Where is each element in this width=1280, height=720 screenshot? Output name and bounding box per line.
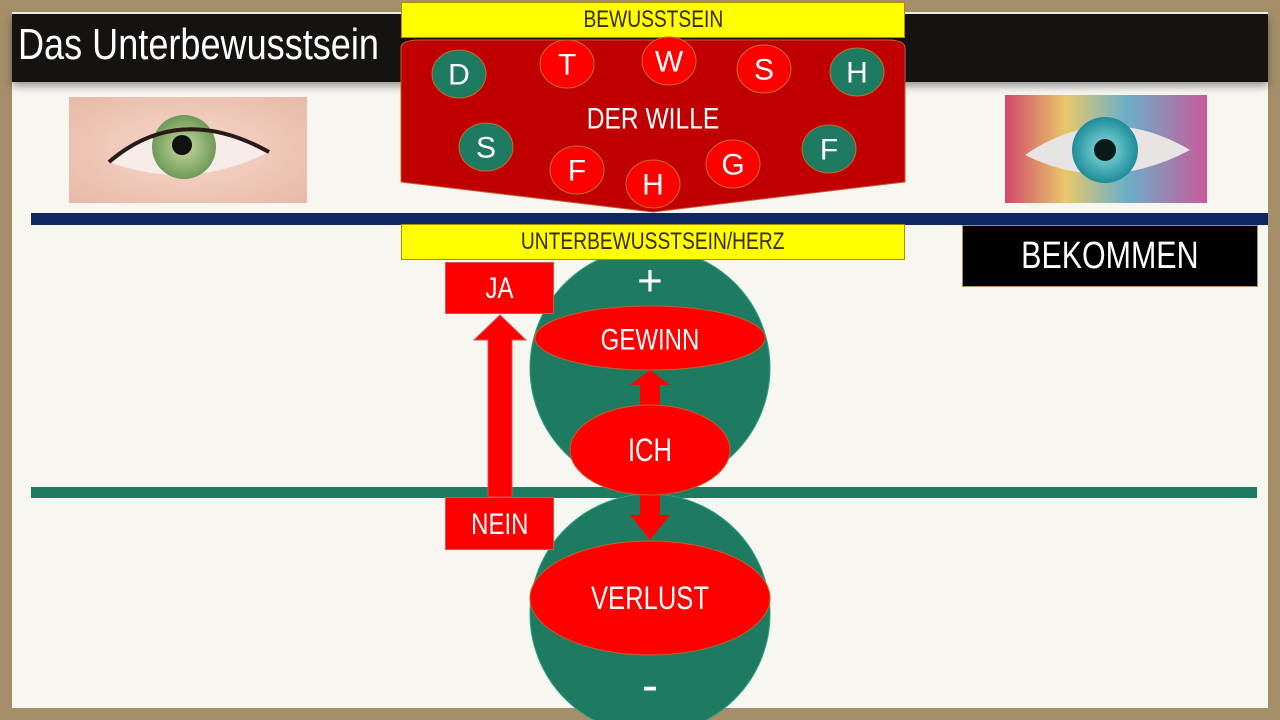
ich-ellipse bbox=[569, 404, 731, 496]
will-circle-letter: T bbox=[558, 49, 576, 82]
will-circle-letter: S bbox=[754, 54, 774, 87]
green-eye-image bbox=[69, 97, 307, 203]
bekommen-label: BEKOMMEN bbox=[1021, 235, 1199, 277]
will-circle-4 bbox=[829, 47, 885, 97]
will-circle-7 bbox=[625, 159, 681, 209]
will-circle-1 bbox=[539, 39, 595, 89]
will-circle-letter: F bbox=[568, 155, 586, 188]
will-circle-letter: H bbox=[642, 169, 664, 202]
will-circle-3 bbox=[736, 44, 792, 94]
verlust-label: VERLUST bbox=[591, 581, 709, 616]
arrow-up-icon bbox=[630, 370, 670, 405]
will-circle-5 bbox=[458, 122, 514, 172]
will-circle-letter: S bbox=[476, 132, 496, 165]
will-circle-letter: D bbox=[448, 59, 470, 92]
will-circle-6 bbox=[549, 145, 605, 195]
bewusstsein-label: BEWUSSTSEIN bbox=[583, 6, 723, 33]
minus-sign: - bbox=[642, 660, 658, 713]
will-circle-2 bbox=[641, 36, 697, 86]
nein-to-ja-arrow-icon bbox=[472, 314, 528, 498]
plus-sign: + bbox=[637, 257, 663, 306]
verlust-ellipse bbox=[529, 540, 771, 656]
unterbewusstsein-label: UNTERBEWUSSTSEIN/HERZ bbox=[521, 228, 785, 255]
will-circle-letter: H bbox=[846, 57, 868, 90]
will-circle-8 bbox=[705, 139, 761, 189]
will-circle-letter: F bbox=[820, 134, 838, 167]
arrow-down-icon bbox=[630, 490, 670, 540]
ja-box: JA bbox=[445, 262, 554, 314]
will-circle-letter: G bbox=[721, 149, 744, 182]
ja-label: JA bbox=[485, 272, 514, 305]
page-title: Das Unterbewusstsein bbox=[18, 20, 379, 69]
unterbewusstsein-bar: UNTERBEWUSSTSEIN/HERZ bbox=[401, 224, 905, 260]
nein-box: NEIN bbox=[445, 497, 554, 550]
consciousness-divider bbox=[31, 213, 1268, 225]
will-circle-letter: W bbox=[655, 46, 684, 79]
nein-label: NEIN bbox=[470, 508, 529, 541]
mosaic-eye-image bbox=[1005, 95, 1207, 203]
bekommen-box: BEKOMMEN bbox=[962, 225, 1258, 287]
will-circle-0 bbox=[431, 49, 487, 99]
will-label: DER WILLE bbox=[587, 101, 720, 135]
will-circle-9 bbox=[801, 124, 857, 174]
bewusstsein-bar: BEWUSSTSEIN bbox=[401, 2, 905, 38]
ich-label: ICH bbox=[628, 433, 672, 468]
gewinn-label: GEWINN bbox=[601, 322, 700, 356]
